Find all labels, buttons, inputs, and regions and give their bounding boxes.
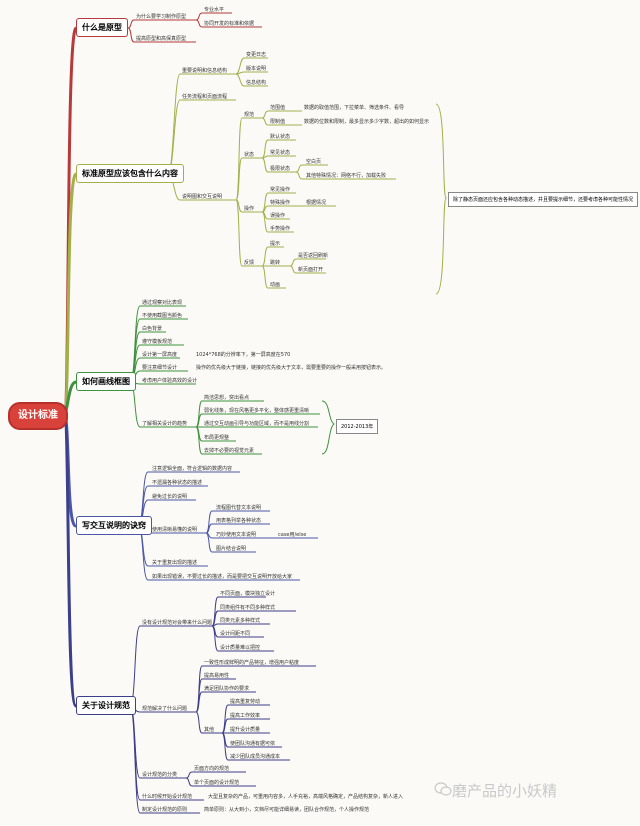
node-spec-when[interactable]: 什么时候开始设计规范 xyxy=(142,794,193,800)
node-first-screen[interactable]: 设计第一屏高度 xyxy=(142,352,178,358)
node-spec-principle[interactable]: 制定设计规范的原则 xyxy=(142,807,188,813)
node-mis-ops[interactable]: 误操作 xyxy=(270,213,286,219)
node-team-collab[interactable]: 满足团队协作的要求 xyxy=(204,686,250,692)
node-tag-feedback[interactable]: 反馈 xyxy=(244,260,255,266)
node-observe-compare[interactable]: 通过观察对比表现 xyxy=(142,300,183,306)
node-range-note: 数据的取值范围，下拉菜单、筛选条件、看导 xyxy=(304,105,405,111)
node-flowchart[interactable]: 流程图代替文本说明 xyxy=(216,505,262,511)
node-image-notes[interactable]: 图片结合说明 xyxy=(216,546,247,552)
node-common-ops[interactable]: 常见操作 xyxy=(270,187,291,193)
node-year: 2012-2013年 xyxy=(336,419,379,434)
node-extreme-state[interactable]: 极限状态 xyxy=(270,166,291,172)
node-version-notes[interactable]: 版本说明 xyxy=(246,66,267,72)
node-efficiency[interactable]: 提高工作效率 xyxy=(230,713,261,719)
node-comm-cost[interactable]: 减少团队成员沟通成本 xyxy=(230,754,281,760)
branch-what-is-prototype[interactable]: 什么是原型 xyxy=(76,18,128,37)
node-changelog[interactable]: 变更日志 xyxy=(246,52,267,58)
node-return-refresh[interactable]: 是否返回刷新 xyxy=(298,253,329,259)
node-spec-solves[interactable]: 规范解决了什么问题 xyxy=(142,706,188,712)
node-limit-value[interactable]: 限制值 xyxy=(270,119,286,125)
node-trend-remove[interactable]: 去掉不必要的视觉元素 xyxy=(204,448,255,454)
node-component-styles[interactable]: 同类组件有不同多种样式 xyxy=(220,605,276,611)
node-default-state[interactable]: 默认状态 xyxy=(270,134,291,140)
wechat-icon xyxy=(434,782,452,796)
node-element-styles[interactable]: 同类元素多种样式 xyxy=(220,618,261,624)
node-jump[interactable]: 跳转 xyxy=(270,260,281,266)
node-professional-level[interactable]: 专业水平 xyxy=(204,7,225,13)
node-white-bg[interactable]: 白色背景 xyxy=(142,326,163,332)
node-special-cases[interactable]: 其他特殊情况：网络不行，加载失败 xyxy=(306,173,387,179)
node-dynamic-note: 除了静态页面还应包含各种动态描述，并且要提示细节，还要考虑各种可能性情况 xyxy=(448,192,639,207)
node-height-note: 1024*768的分辨率下，第一屏高度在570 xyxy=(196,352,291,358)
node-gesture-ops[interactable]: 手势操作 xyxy=(270,226,291,232)
node-ux-efficient[interactable]: 考虑用户体验高效的设计 xyxy=(142,378,198,384)
node-tag-operations[interactable]: 操作 xyxy=(244,206,255,212)
node-no-screenshot-color[interactable]: 不使用截图当颜色 xyxy=(142,313,183,319)
node-trend-flat[interactable]: 弱化线条，现在风格更多平化，整体感更重清晰 xyxy=(204,408,310,414)
node-usability[interactable]: 提高易用性 xyxy=(204,673,230,679)
node-depends: 根据情况 xyxy=(306,200,327,206)
node-text-notes[interactable]: 巧妙使用文本说明 xyxy=(216,532,257,538)
node-all-states[interactable]: 不遗漏各种状态的描述 xyxy=(152,480,203,486)
node-evidence[interactable]: 使团队沟通有据可依 xyxy=(230,741,276,747)
node-trend-simple[interactable]: 简洁思想，突出看点 xyxy=(204,395,250,401)
node-info-structure[interactable]: 信息结构 xyxy=(246,80,267,86)
node-error-desc[interactable]: 如果出现错误，不要过长的描述，而是要把交互说明开放给大家 xyxy=(152,574,293,580)
node-when-note: 大型且复杂的产品，可重用内容多，人手充裕，高端风格确定，产品结构复杂，新人进入 xyxy=(208,794,404,800)
branch-standard-prototype-content[interactable]: 标准原型应该包含什么内容 xyxy=(76,164,184,183)
branch-design-spec[interactable]: 关于设计规范 xyxy=(76,696,136,715)
node-interaction-notes[interactable]: 说明图和交互说明 xyxy=(182,194,223,200)
node-template-rules[interactable]: 遵守模板规范 xyxy=(142,339,173,345)
node-info-structure-notes[interactable]: 重要说明和信息结构 xyxy=(182,68,228,74)
node-limit-note: 数据的位数和限制，最多显示多少字数，超出的如何显示 xyxy=(304,119,430,125)
node-tag-states[interactable]: 状态 xyxy=(244,152,255,158)
watermark: 磨产品的小妖精 xyxy=(452,782,558,800)
branch-interaction-notes[interactable]: 写交互说明的诀窍 xyxy=(76,516,152,535)
node-common-state[interactable]: 常见状态 xyxy=(270,150,291,156)
node-design-trends[interactable]: 了解相关设计的趋势 xyxy=(142,421,188,427)
node-detail-design[interactable]: 要注意细节设计 xyxy=(142,365,178,371)
node-no-spec-problems[interactable]: 没有设计规范对会带来什么问题 xyxy=(142,620,213,626)
node-page-direction[interactable]: 页面方向的规范 xyxy=(194,766,230,772)
node-quality-control[interactable]: 设计质量难以把控 xyxy=(220,645,261,651)
node-hifi-lofi[interactable]: 提高原型和高保真原型 xyxy=(136,36,187,42)
node-quality[interactable]: 提升设计质量 xyxy=(230,727,261,733)
node-avoid-long[interactable]: 避免过长的说明 xyxy=(152,494,188,500)
node-single-page-spec[interactable]: 单个页面的设计规范 xyxy=(194,780,240,786)
node-logic-complete[interactable]: 注意逻辑全面，符合逻辑的数据内容 xyxy=(152,466,233,472)
node-special-ops[interactable]: 特殊操作 xyxy=(270,200,291,206)
node-new-page[interactable]: 新页面打开 xyxy=(298,267,324,273)
node-independent-design[interactable]: 不同页面，模块独立设计 xyxy=(220,591,276,597)
node-other[interactable]: 其他 xyxy=(204,727,215,733)
node-case-else: case用/else xyxy=(278,532,307,538)
node-blank-page[interactable]: 空白页 xyxy=(306,159,322,165)
node-hint[interactable]: 提示 xyxy=(270,241,281,247)
node-reduce-repeat[interactable]: 提高重复劳动 xyxy=(230,699,261,705)
node-task-page-flow[interactable]: 任务流程和页面流程 xyxy=(182,94,228,100)
node-detail-note: 操作的优先级大于链接，链接的优先级大于文本，需要重要的操作一般采用按钮表示。 xyxy=(196,365,387,371)
node-spec-categories[interactable]: 设计规范的分类 xyxy=(142,772,178,778)
node-consistency[interactable]: 一致性形成鲜明的产品特征，增强用户粘度 xyxy=(204,660,300,666)
node-spacing[interactable]: 设计间距不同 xyxy=(220,631,251,637)
node-animation[interactable]: 动画 xyxy=(270,282,281,288)
node-collab-standard[interactable]: 协同开发的标准和依据 xyxy=(204,21,255,27)
node-trend-animation[interactable]: 通过交互动画引导与功能区域，而不是用线分割 xyxy=(204,421,310,427)
node-clear-notes[interactable]: 使用清晰易懂的说明 xyxy=(152,527,198,533)
branch-wireframe[interactable]: 如何画线框图 xyxy=(76,372,136,391)
node-tag-rules[interactable]: 规范 xyxy=(244,112,255,118)
node-principle-note: 简单原则：从大到小，文档尽可能详细易读，团队合作规范，个人操作规范 xyxy=(204,807,370,813)
root-node[interactable]: 设计标准 xyxy=(8,402,68,430)
node-why-learn-prototype[interactable]: 为什么要学习制作原型 xyxy=(136,14,187,20)
node-repeated-desc[interactable]: 关于重复出现的描述 xyxy=(152,560,198,566)
node-trend-regular[interactable]: 布局更规整 xyxy=(204,435,230,441)
node-table-states[interactable]: 用表格列举各种状态 xyxy=(216,518,262,524)
node-range-value[interactable]: 范围值 xyxy=(270,105,286,111)
